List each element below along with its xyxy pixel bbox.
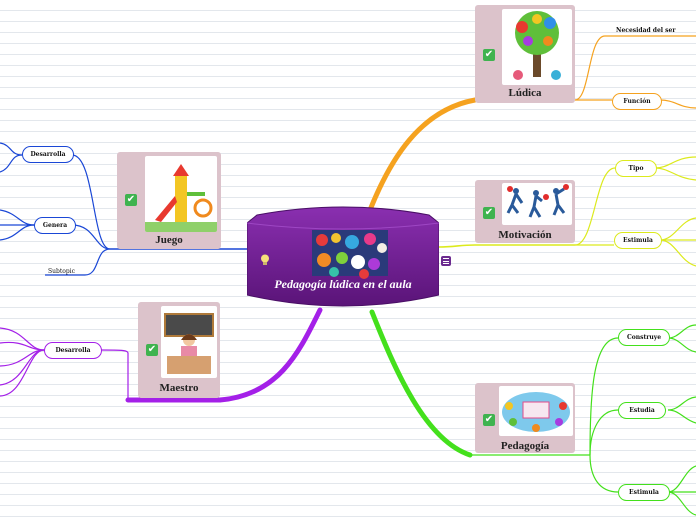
card-ludica[interactable]: ✔ Lúdica [475, 5, 575, 103]
subtopic-genera[interactable]: Genera [34, 217, 76, 234]
card-maestro[interactable]: ✔ Maestro [138, 302, 220, 398]
card-ludica-label: Lúdica [508, 87, 542, 99]
check-icon[interactable]: ✔ [483, 207, 495, 219]
playground-image [145, 156, 217, 232]
branch-pedagogia [369, 309, 473, 458]
branch-ludica [367, 97, 478, 213]
tree-image [502, 9, 572, 85]
card-pedagogia-label: Pedagogía [500, 440, 550, 452]
card-juego[interactable]: ✔ Juego [117, 152, 221, 249]
check-icon[interactable]: ✔ [125, 194, 137, 206]
card-maestro-label: Maestro [159, 382, 199, 394]
children-image [499, 386, 573, 436]
check-icon[interactable]: ✔ [483, 49, 495, 61]
branch-motivacion [438, 244, 575, 248]
subtopic-placeholder[interactable]: Subtopic [48, 268, 75, 275]
card-motivacion[interactable]: ✔ Motivación [475, 180, 575, 243]
subtopic-necesidad-del-ser[interactable]: Necesidad del ser [616, 27, 676, 34]
subtopic-tipo[interactable]: Tipo [615, 160, 657, 177]
check-icon[interactable]: ✔ [146, 344, 158, 356]
branch-maestro [125, 307, 323, 403]
central-image [312, 230, 388, 279]
people-image [502, 183, 572, 225]
subtopic-construye[interactable]: Construye [618, 329, 670, 346]
check-icon[interactable]: ✔ [483, 414, 495, 426]
subtopic-estudia[interactable]: Estudia [618, 402, 666, 419]
notes-icon[interactable] [441, 256, 451, 266]
subtopic-desarrolla-juego[interactable]: Desarrolla [22, 146, 74, 163]
subtopic-estimula-motivacion[interactable]: Estimula [614, 232, 662, 249]
card-pedagogia[interactable]: ✔ Pedagogía [475, 383, 575, 453]
card-juego-label: Juego [155, 234, 183, 246]
lightbulb-icon[interactable] [260, 254, 270, 266]
subtopic-funcion[interactable]: Función [612, 93, 662, 110]
central-topic[interactable] [247, 205, 439, 312]
subtopic-desarrolla-maestro[interactable]: Desarrolla [44, 342, 102, 359]
teacher-image [161, 306, 217, 378]
card-motivacion-label: Motivación [498, 229, 552, 241]
central-title: Pedagogía lúdica en el aula [274, 277, 412, 291]
subtopic-estimula-pedagogia[interactable]: Estimula [618, 484, 670, 501]
